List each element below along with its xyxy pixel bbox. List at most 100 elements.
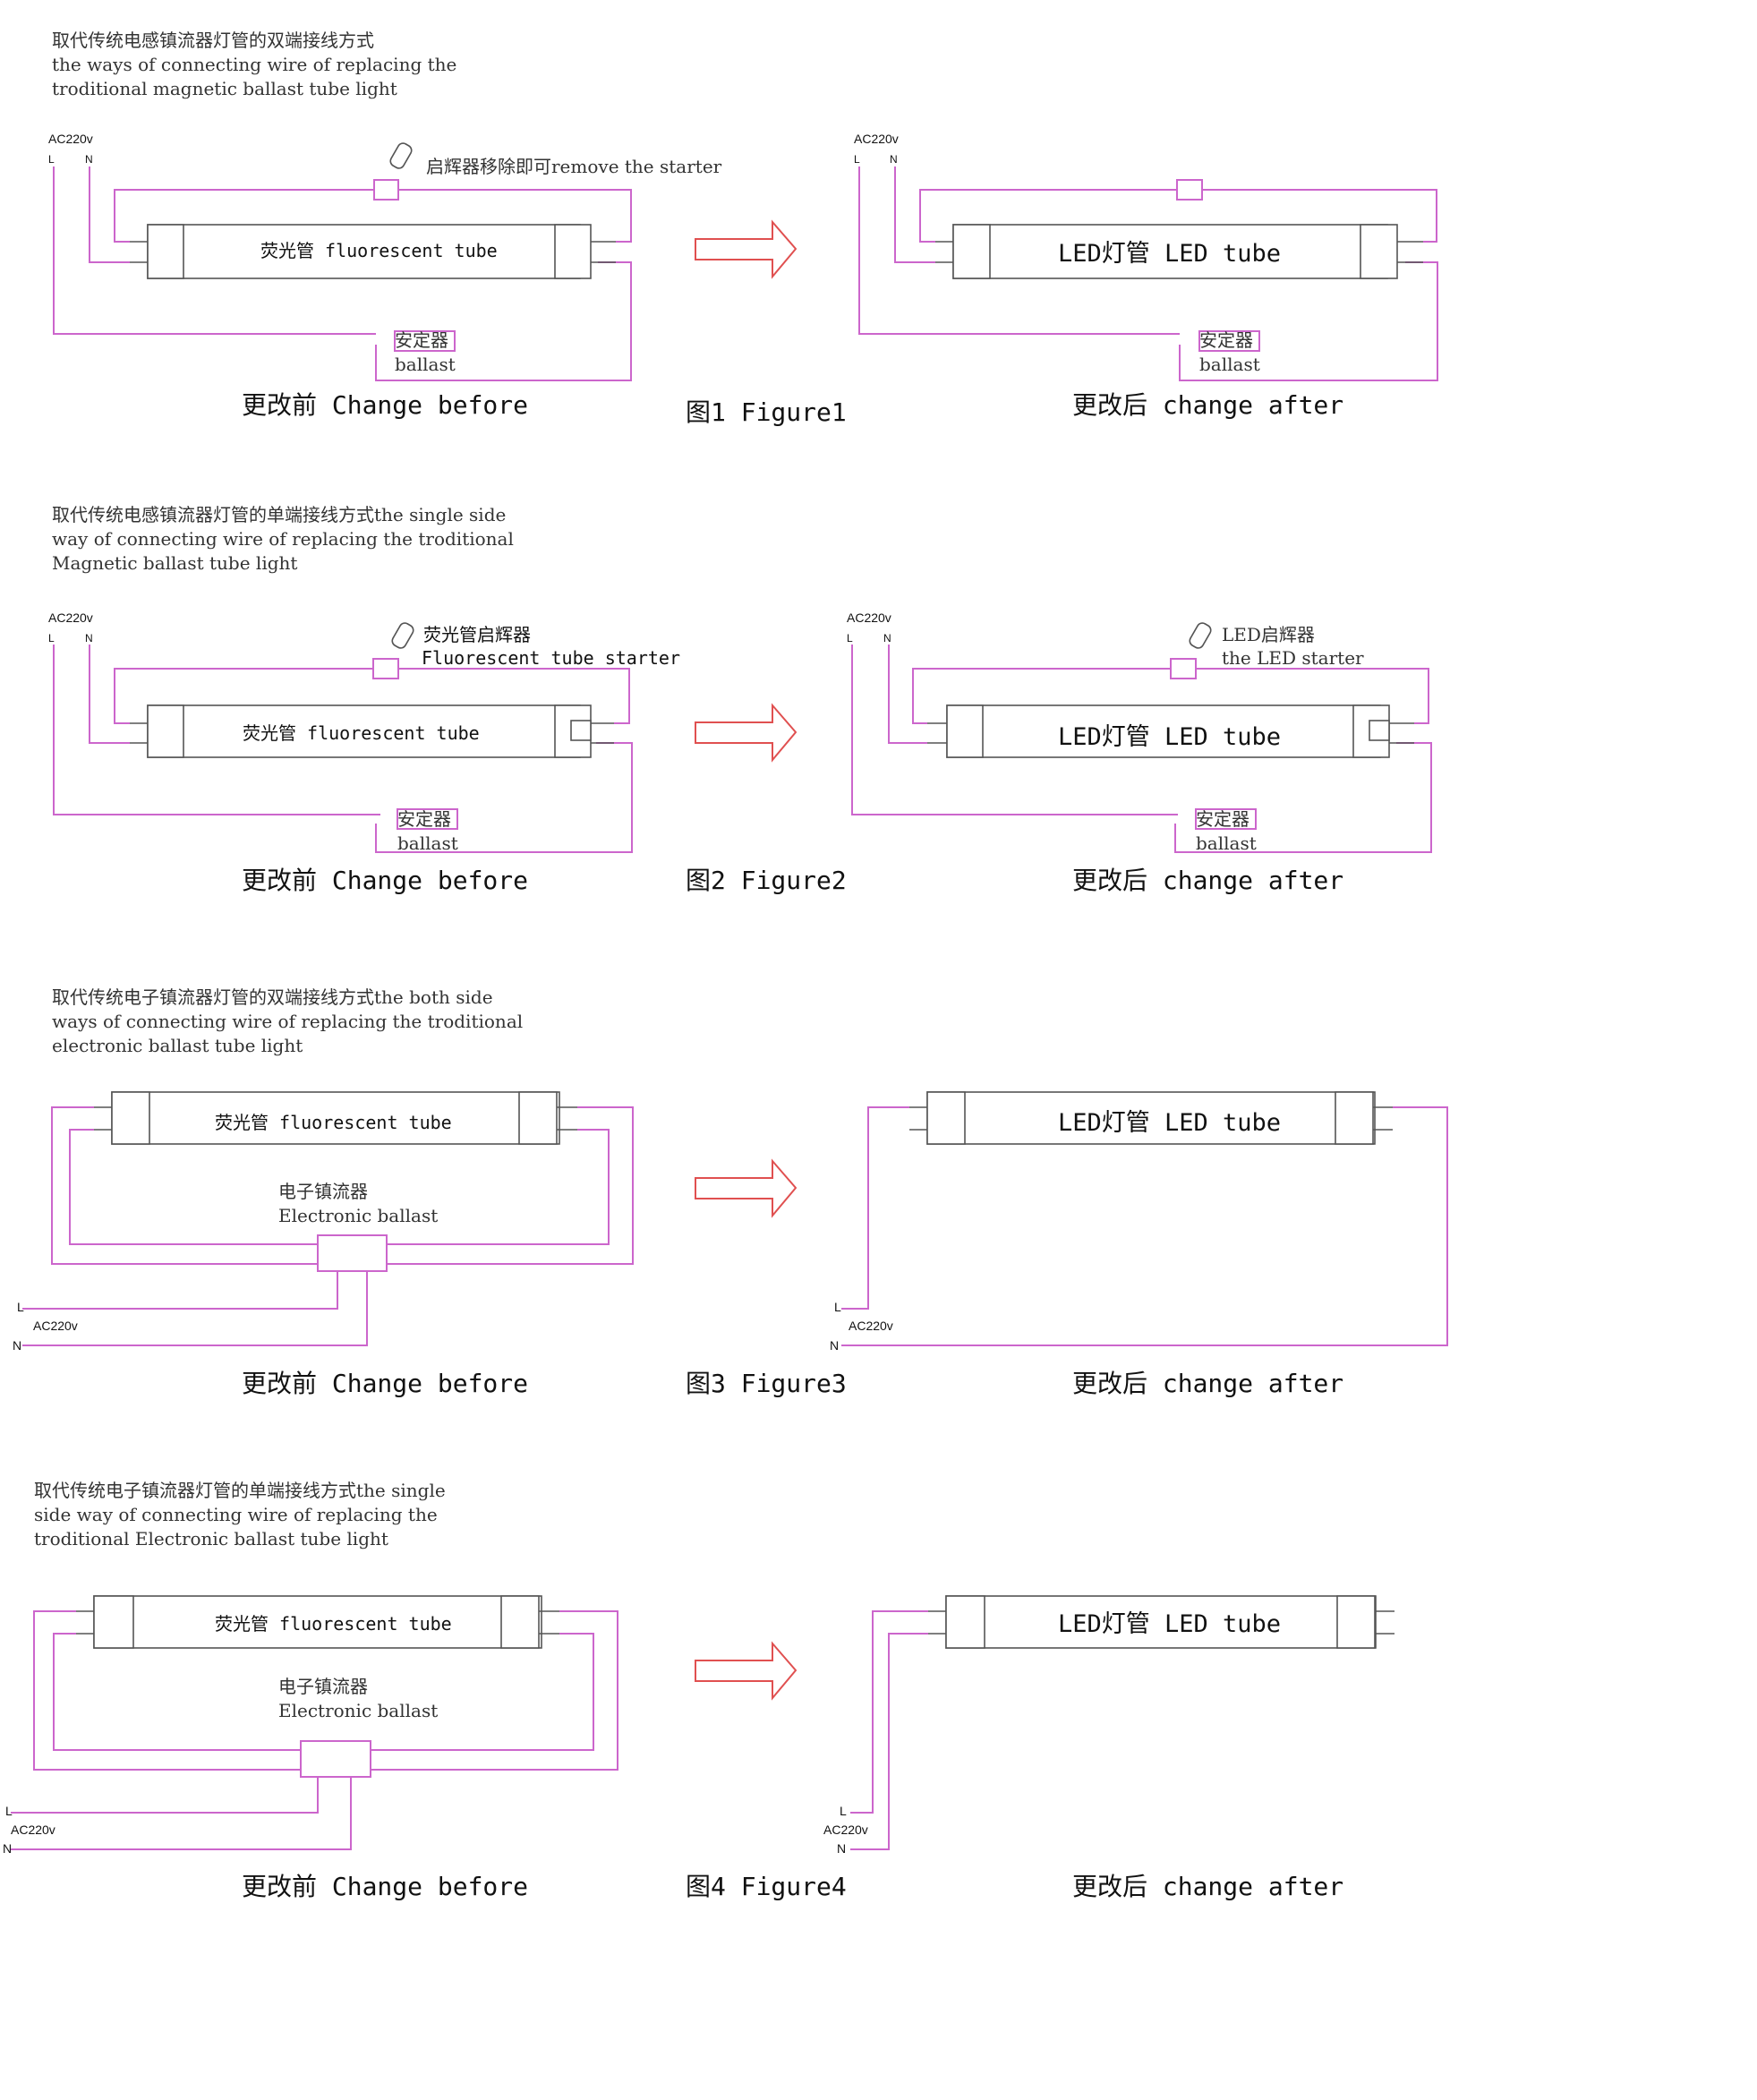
after-label: 更改后 change after — [1072, 1872, 1343, 1901]
wire — [51, 1106, 318, 1265]
wire — [375, 261, 632, 381]
before-label: 更改前 Change before — [242, 1369, 528, 1398]
ballast-en-label: ballast — [397, 832, 458, 854]
electronic-ballast-box — [317, 1234, 388, 1272]
wire — [53, 645, 380, 815]
old-tube-label: 荧光管 fluorescent tube — [215, 1613, 452, 1635]
neutral-terminal-label: N — [837, 1841, 846, 1856]
power-label: AC220v — [33, 1319, 78, 1333]
wire — [850, 1633, 928, 1850]
wire — [912, 668, 1171, 724]
wire — [398, 189, 632, 243]
power-label: AC220v — [48, 132, 93, 146]
wire — [850, 1610, 928, 1814]
figure-3: 取代传统电子镇流器灯管的双端接线方式the both side ways of … — [13, 986, 1448, 1398]
figure-caption: 图2 Figure2 — [686, 866, 847, 895]
power-label: AC220v — [11, 1823, 55, 1837]
live-terminal-label: L — [840, 1804, 847, 1818]
ballast-en-label: ballast — [1196, 832, 1257, 854]
before-label: 更改前 Change before — [242, 1872, 528, 1901]
wire — [22, 1271, 368, 1346]
led-starter-cn-label: LED启辉器 — [1222, 624, 1315, 645]
figure-2-after-diagram: AC220v L N LED灯管 LED tube LED启辉器 — [847, 610, 1432, 895]
ballast-cn-label: 安定器 — [395, 329, 448, 351]
figure-4-description-line-3: troditional Electronic ballast tube ligh… — [34, 1528, 388, 1549]
transform-arrow — [695, 219, 797, 279]
figure-1-after-diagram: AC220v L N LED灯管 LED tube 安定器 ballast 更改… — [854, 132, 1438, 420]
wire — [371, 1610, 618, 1771]
wire — [114, 189, 374, 243]
figure-4: 取代传统电子镇流器灯管的单端接线方式the single side way of… — [3, 1480, 1395, 1901]
live-terminal-label: L — [847, 632, 853, 645]
wire — [888, 645, 927, 744]
ballast-cn-label: 安定器 — [1199, 329, 1253, 351]
ballast-cn-label: 安定器 — [397, 808, 451, 830]
figure-3-description-line-1: 取代传统电子镇流器灯管的双端接线方式the both side — [52, 986, 493, 1008]
led-tube-label: LED灯管 LED tube — [1058, 1610, 1281, 1638]
after-label: 更改后 change after — [1072, 1369, 1343, 1398]
live-terminal-label: L — [834, 1300, 841, 1314]
before-label: 更改前 Change before — [242, 390, 528, 420]
neutral-terminal-label: N — [890, 153, 898, 166]
fluorescent-tube — [130, 224, 616, 279]
live-terminal-label: L — [854, 153, 860, 166]
wire — [1202, 189, 1437, 243]
old-tube-label: 荧光管 fluorescent tube — [260, 240, 498, 261]
starter-icon — [1189, 622, 1212, 649]
figure-4-description-line-1: 取代传统电子镇流器灯管的单端接线方式the single — [34, 1480, 446, 1501]
live-terminal-label: L — [5, 1804, 13, 1818]
figure-1-before-diagram: AC220v L N 荧光管 fluorescent tube — [48, 132, 722, 420]
figure-1-description-line-3: troditional magnetic ballast tube light — [52, 78, 397, 99]
power-label: AC220v — [847, 610, 891, 625]
starter-icon — [391, 622, 414, 649]
starter-socket — [1176, 179, 1203, 201]
wire — [1179, 261, 1438, 381]
old-tube-label: 荧光管 fluorescent tube — [215, 1112, 452, 1133]
figure-4-description-line-2: side way of connecting wire of replacing… — [34, 1504, 438, 1525]
wire — [11, 1777, 352, 1850]
figure-1-description-line-1: 取代传统电感镇流器灯管的双端接线方式 — [52, 30, 374, 51]
starter-socket — [373, 179, 399, 201]
ballast-en-label: ballast — [1199, 354, 1260, 375]
wire — [89, 166, 130, 263]
wire — [851, 645, 1178, 815]
figure-3-description-line-3: electronic ballast tube light — [52, 1035, 303, 1056]
live-terminal-label: L — [48, 632, 55, 645]
electronic-ballast-box — [300, 1740, 371, 1778]
wire — [919, 189, 1177, 243]
figure-caption: 图4 Figure4 — [686, 1872, 847, 1901]
ballast-en-label: ballast — [395, 354, 456, 375]
wire — [894, 166, 935, 263]
wire — [387, 1129, 610, 1245]
before-label: 更改前 Change before — [242, 866, 528, 895]
ballast-cn-label: 安定器 — [1196, 808, 1250, 830]
ballast-box — [397, 808, 458, 830]
wire — [387, 1106, 634, 1265]
live-terminal-label: L — [48, 153, 55, 166]
figure-4-before-diagram: 荧光管 fluorescent tube 电子镇流器 Electronic ba… — [3, 1595, 618, 1901]
led-tube — [927, 704, 1414, 758]
figure-3-before-diagram: 荧光管 fluorescent tube 电子镇流器 Electronic ba… — [13, 1091, 634, 1398]
wire — [858, 166, 1180, 335]
wire — [22, 1271, 338, 1310]
starter-cn-label: 荧光管启辉器 — [423, 624, 531, 645]
neutral-terminal-label: N — [85, 153, 93, 166]
transform-arrow — [695, 1158, 797, 1218]
starter-socket — [372, 658, 399, 679]
led-tube-label: LED灯管 LED tube — [1058, 240, 1281, 268]
wire — [1174, 742, 1432, 853]
neutral-terminal-label: N — [830, 1338, 839, 1353]
starter-note: 启辉器移除即可remove the starter — [426, 156, 722, 177]
led-tube — [909, 1091, 1393, 1145]
electronic-ballast-cn-label: 电子镇流器 — [278, 1181, 368, 1202]
ballast-box — [394, 330, 456, 352]
power-label: AC220v — [854, 132, 899, 146]
led-tube-label: LED灯管 LED tube — [1058, 723, 1281, 751]
transform-arrow — [695, 1641, 797, 1701]
fluorescent-tube — [130, 704, 614, 758]
after-label: 更改后 change after — [1072, 390, 1343, 420]
figure-2-description-line-2: way of connecting wire of replacing the … — [52, 528, 514, 550]
figure-1: 取代传统电感镇流器灯管的双端接线方式 the ways of connectin… — [48, 30, 1438, 427]
electronic-ballast-en-label: Electronic ballast — [278, 1205, 438, 1226]
